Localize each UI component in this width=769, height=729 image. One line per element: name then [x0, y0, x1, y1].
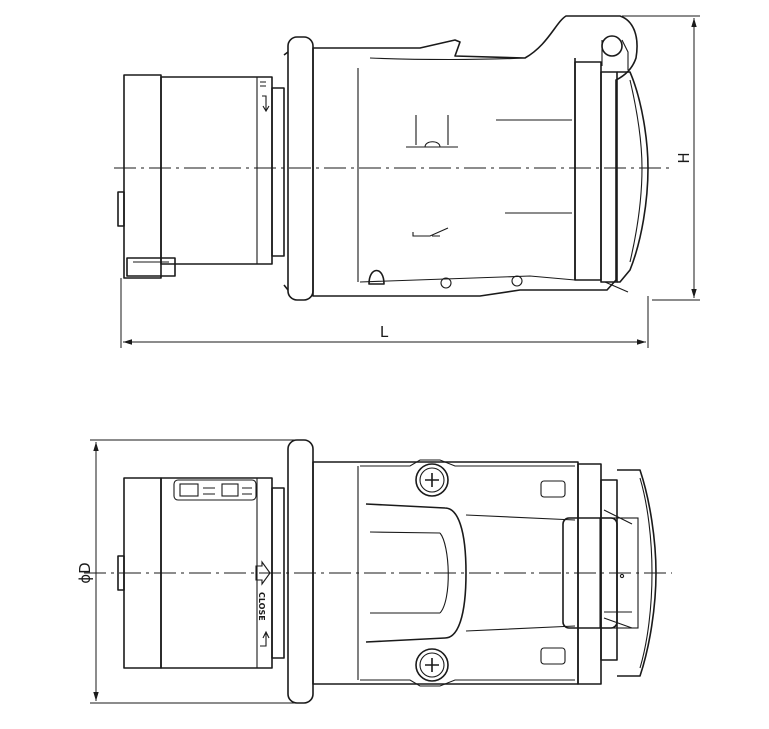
cover-hinge-eye [601, 35, 623, 57]
top-front-cover [617, 469, 657, 677]
handle-side-shoulder [465, 514, 576, 632]
top-face-plate [577, 463, 602, 685]
close-direction-arrow [255, 560, 271, 586]
housing-lower-contour [359, 275, 576, 283]
switch-symbol [412, 227, 449, 237]
close-marking-arrow [260, 630, 270, 647]
front-cover-latch [604, 281, 629, 293]
earth-symbol [406, 115, 458, 148]
drain-hole-3 [511, 275, 523, 287]
slot-bottom [540, 647, 566, 665]
top-view: CLOSE [76, 439, 672, 704]
drain-hole-2 [440, 277, 452, 289]
top-cover-face [600, 479, 618, 661]
side-view: H L [114, 15, 700, 348]
top-screw [415, 463, 449, 497]
top-rear-cap-tab [117, 555, 125, 591]
latch-hinge-lines [603, 509, 633, 629]
bottom-screw [415, 648, 449, 682]
cover-face [600, 71, 618, 283]
dimension-l-label: L [380, 323, 389, 341]
cover-hinge-arm [601, 39, 629, 70]
rear-cap-foot [126, 257, 176, 277]
locking-ring-step [271, 87, 285, 257]
flange-collar [283, 51, 289, 291]
ring-marking-dashes [203, 487, 252, 495]
drain-hole-1 [368, 269, 385, 285]
ring-marking-strip [173, 479, 257, 501]
ring-marking-glyph-1 [179, 483, 199, 497]
close-marking-text: CLOSE [257, 592, 266, 621]
housing-upper-contour [369, 57, 526, 61]
rear-cap-tab [117, 191, 125, 227]
top-front-cover-rim [639, 477, 653, 669]
rear-cap [123, 74, 162, 279]
latch-pin [619, 573, 625, 579]
dimension-d-label: ϕD [76, 562, 94, 583]
handle-rib-top [369, 531, 441, 534]
dimension-h-label: H [675, 152, 693, 163]
handle-recess [365, 503, 467, 643]
housing-face-plate [574, 61, 602, 281]
ring-marking-glyph-2 [221, 483, 239, 497]
locking-ring-body [160, 76, 273, 265]
front-cover [617, 71, 649, 283]
top-housing-upper-contour [360, 459, 575, 467]
top-housing-lower-contour [360, 679, 575, 687]
top-locking-ring-step [271, 487, 285, 659]
slot-top [540, 480, 566, 498]
handle-recess-inner [439, 532, 449, 614]
main-housing [312, 15, 638, 297]
top-front-flange [287, 439, 314, 704]
latch-block [562, 517, 618, 629]
ring-arrow-marking [260, 81, 270, 113]
front-cover-rim [629, 79, 643, 263]
